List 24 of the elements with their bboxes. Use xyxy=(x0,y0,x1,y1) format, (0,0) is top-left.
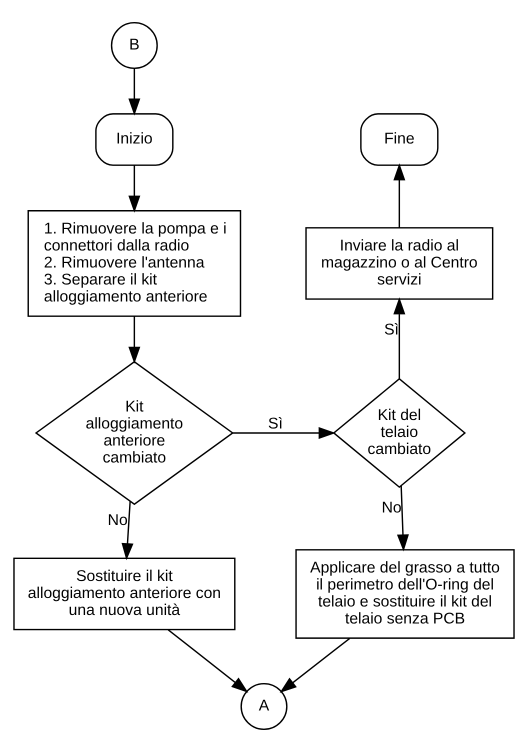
arrow xyxy=(122,501,134,560)
arrow xyxy=(396,486,409,552)
node-diamond: Kit alloggiamento anteriore cambiato xyxy=(34,360,234,506)
edge-label: No xyxy=(108,512,128,529)
arrow xyxy=(128,165,140,213)
edge-label: Sì xyxy=(384,322,399,339)
arrow xyxy=(280,638,350,693)
node-circle: B xyxy=(110,22,158,69)
node-box: 1. Rimuovere la pompa e i connettori dalla radio 2. Rimuovere l'antenna 3. Separare il kit alloggiamento anteriore xyxy=(28,210,242,317)
node-box: Inviare la radio al magazzino o al Centro servizi xyxy=(305,227,494,300)
arrow xyxy=(168,629,248,693)
node-diamond: Kit del telaio cambiato xyxy=(332,378,466,488)
edge-label: No xyxy=(382,500,402,517)
edge-label: Sì xyxy=(268,415,283,432)
arrow xyxy=(128,316,140,364)
arrow xyxy=(232,427,336,439)
node-circle: A xyxy=(240,683,288,730)
node-box: Sostituire il kit alloggiamento anteriore con una nuova unità xyxy=(13,558,236,630)
node-box: Applicare del grasso a tutto il perimetro dell'O-ring del telaio e sostituire il kit del telaio senza PCB xyxy=(295,549,515,639)
arrow xyxy=(393,163,406,228)
arrow xyxy=(128,68,140,116)
arrow xyxy=(393,297,406,379)
node-box: Inizio xyxy=(95,113,174,166)
node-box: Fine xyxy=(360,113,439,166)
